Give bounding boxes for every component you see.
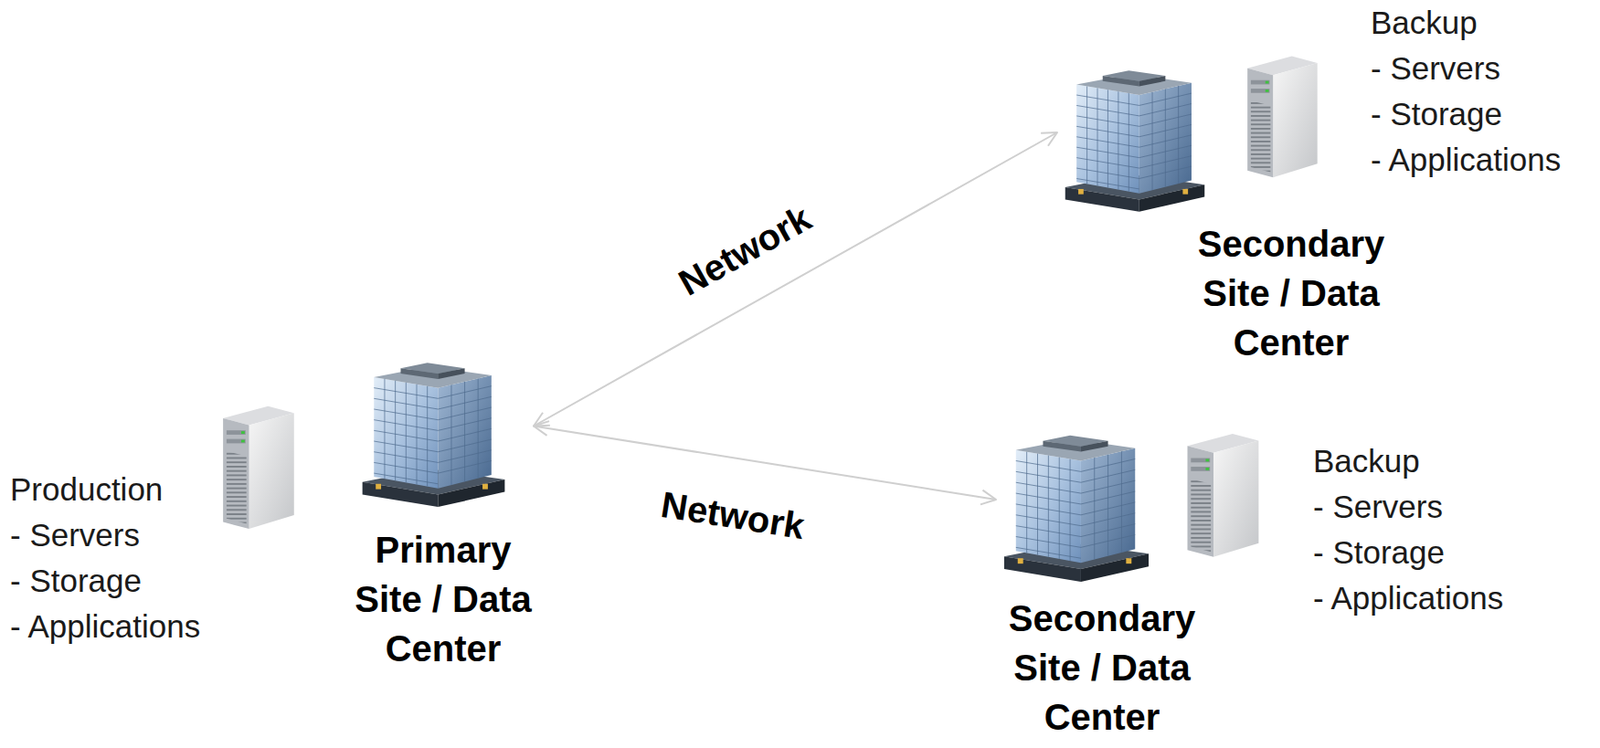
connector-label: Network <box>672 199 816 302</box>
equipment-item: Backup <box>1313 438 1504 485</box>
equipment-list: Production- Servers- Storage- Applicatio… <box>10 466 201 650</box>
equipment-list: Backup- Servers- Storage- Applications <box>1313 438 1504 622</box>
site-label-block: Secondary Site / Data Center <box>1194 219 1389 368</box>
server-illustration <box>1178 428 1266 560</box>
site-name: Secondary Site / Data Center <box>1194 219 1389 368</box>
equipment-item: Backup <box>1370 0 1561 46</box>
network-connector <box>533 421 997 505</box>
building-illustration <box>1060 45 1209 220</box>
site-node: Secondary Site / Data CenterBackup- Serv… <box>1060 45 1209 220</box>
site-node: Secondary Site / Data CenterBackup- Serv… <box>999 413 1154 587</box>
equipment-item: Production <box>10 466 201 513</box>
equipment-item: - Servers <box>1370 45 1561 92</box>
equipment-item: - Applications <box>10 603 201 650</box>
equipment-item: - Applications <box>1370 137 1561 183</box>
network-label: Network <box>658 486 807 545</box>
site-label-block: Secondary Site / Data Center <box>1005 593 1199 742</box>
equipment-item: - Storage <box>1370 91 1561 138</box>
arrow-head <box>533 421 550 436</box>
network-line <box>533 132 1058 427</box>
equipment-item: - Storage <box>1313 529 1504 576</box>
equipment-item: - Storage <box>10 558 201 604</box>
equipment-item: - Servers <box>1313 484 1504 530</box>
server-illustration <box>1236 51 1327 180</box>
server-illustration <box>211 401 304 531</box>
network-connector <box>533 132 1058 427</box>
site-node: Primary Site / Data CenterProduction- Se… <box>357 341 510 511</box>
arrow-head <box>1040 132 1058 147</box>
equipment-list: Backup- Servers- Storage- Applications <box>1370 0 1561 183</box>
equipment-item: - Applications <box>1313 575 1504 622</box>
site-label-block: Primary Site / Data Center <box>346 525 541 674</box>
equipment-item: - Servers <box>10 512 201 559</box>
connector-label: Network <box>658 486 807 545</box>
network-line <box>533 426 997 501</box>
network-label: Network <box>672 199 816 302</box>
site-name: Primary Site / Data Center <box>346 525 541 674</box>
arrow-head <box>980 490 997 506</box>
building-illustration <box>357 341 510 511</box>
site-name: Secondary Site / Data Center <box>1005 593 1199 742</box>
building-illustration <box>999 413 1154 587</box>
